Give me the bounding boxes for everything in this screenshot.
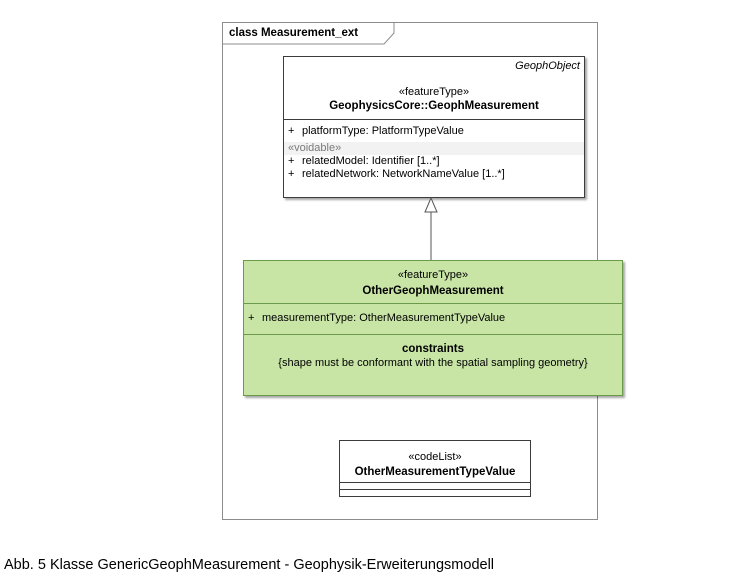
generalization-arrow (424, 196, 438, 260)
constraints-heading: constraints (402, 343, 464, 355)
class-name: OtherGeophMeasurement (362, 285, 504, 297)
constraint-text: {shape must be conformant with the spati… (278, 357, 588, 369)
frame-tab (223, 23, 395, 45)
figure-caption: Abb. 5 Klasse GenericGeophMeasurement - … (4, 557, 495, 573)
stereotype-label: «codeList» (408, 451, 462, 463)
class-geoph-measurement[interactable]: GeophObject «featureType» GeophysicsCore… (283, 56, 585, 198)
parent-class-label: GeophObject (515, 60, 580, 72)
frame-title: class Measurement_ext (229, 27, 359, 39)
attribute-row: +platformType: PlatformTypeValue (288, 125, 464, 137)
class-name: GeophysicsCore::GeophMeasurement (329, 100, 539, 112)
stereotype-label: «featureType» (397, 269, 469, 281)
stereotype-label: «featureType» (398, 86, 470, 98)
class-name: OtherMeasurementTypeValue (354, 466, 516, 478)
class-other-geoph-measurement[interactable]: «featureType» OtherGeophMeasurement +mea… (243, 260, 623, 396)
voidable-stereotype: «voidable» (284, 142, 584, 155)
attribute-row: +relatedNetwork: NetworkNameValue [1..*] (288, 168, 505, 180)
attribute-row: +measurementType: OtherMeasurementTypeVa… (248, 312, 506, 324)
class-code-list[interactable]: «codeList» OtherMeasurementTypeValue (339, 440, 531, 497)
attribute-row: +relatedModel: Identifier [1..*] (288, 155, 440, 167)
